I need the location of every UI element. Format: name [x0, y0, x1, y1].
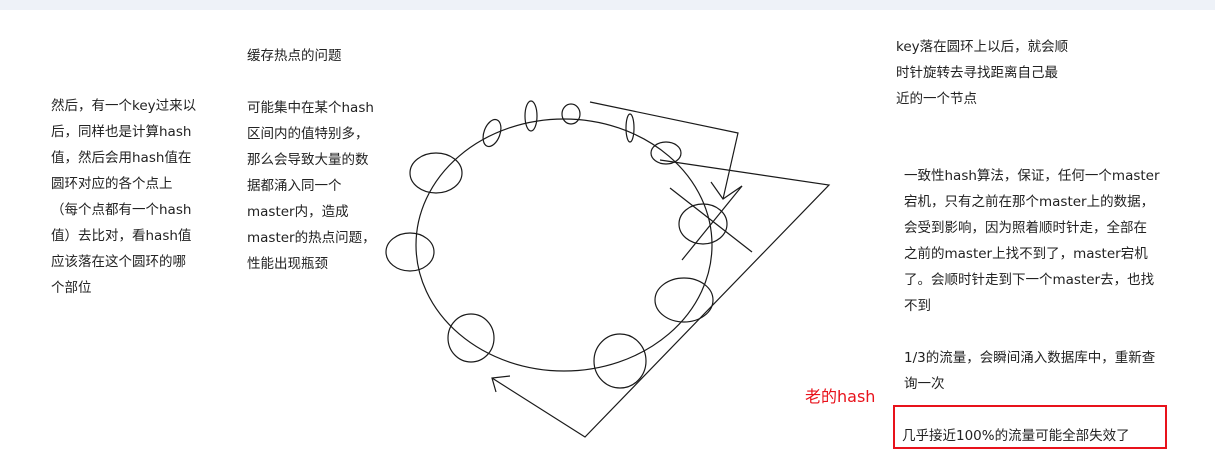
left-note-line: 个部位 [51, 280, 92, 296]
left-note-line: 值）去比对，看hash值 [51, 228, 192, 244]
left-note-line: 值，然后会用hash值在 [51, 150, 192, 166]
master-node [654, 277, 714, 323]
hotspot-note-title: 缓存热点的问题 [247, 48, 342, 64]
consistency-note-line: 之前的master上找不到了，master宕机 [904, 246, 1148, 262]
hotspot-note-line: 区间内的值特别多， [247, 126, 369, 142]
left-note-line: （每个点都有一个hash [51, 202, 192, 218]
ring-node [482, 118, 502, 148]
hotspot-note-line: master的热点问题， [247, 230, 376, 246]
master-node [385, 232, 435, 272]
left-note-line: 然后，有一个key过来以 [51, 98, 197, 114]
master-node [447, 313, 495, 363]
failed-master-node [678, 203, 728, 245]
clockwise-arrow [589, 101, 739, 200]
highlight-box [893, 405, 1167, 449]
consistency-note-line: 了。会顺时针走到下一个master去，也找 [904, 272, 1155, 288]
right-top-note-line: 近的一个节点 [896, 91, 977, 107]
old-hash-label: 老的hash [805, 387, 876, 406]
arrow-head [710, 181, 743, 200]
consistency-note-line: 不到 [904, 298, 931, 314]
hotspot-note-line: 那么会导致大量的数 [247, 152, 369, 168]
hotspot-note-line: 性能出现瓶颈 [247, 256, 328, 272]
master-node [409, 152, 463, 194]
arrow-head [491, 375, 511, 393]
traffic-note-line: 询一次 [904, 376, 945, 392]
hash-ring [415, 118, 713, 372]
consistency-note-line: 宕机，只有之前在那个master上的数据， [904, 194, 1155, 210]
failed-cross [669, 187, 753, 253]
hotspot-note-line: 据都涌入同一个 [247, 178, 342, 194]
boxed-note: 几乎接近100%的流量可能全部失效了 [902, 428, 1130, 444]
traffic-arrow [491, 159, 831, 438]
traffic-note-line: 1/3的流量，会瞬间涌入数据库中，重新查 [904, 350, 1156, 366]
master-node [593, 333, 647, 389]
hotspot-note-line: master内，造成 [247, 204, 349, 220]
left-note-line: 后，同样也是计算hash [51, 124, 192, 140]
right-top-note-line: 时针旋转去寻找距离自己最 [896, 65, 1058, 81]
ring-node [524, 100, 538, 132]
left-note-line: 应该落在这个圆环的哪 [51, 254, 186, 270]
left-note-line: 圆环对应的各个点上 [51, 176, 173, 192]
top-bar [0, 0, 1215, 10]
hotspot-note-line: 可能集中在某个hash [247, 100, 374, 116]
consistency-note-line: 一致性hash算法，保证，任何一个master [904, 168, 1160, 184]
right-top-note-line: key落在圆环上以后，就会顺 [896, 39, 1069, 55]
consistency-note-line: 会受到影响，因为照着顺时针走，全部在 [904, 220, 1147, 236]
failed-cross [681, 185, 743, 261]
ring-node [625, 113, 635, 143]
ring-node [650, 141, 682, 165]
ring-node [561, 103, 581, 125]
